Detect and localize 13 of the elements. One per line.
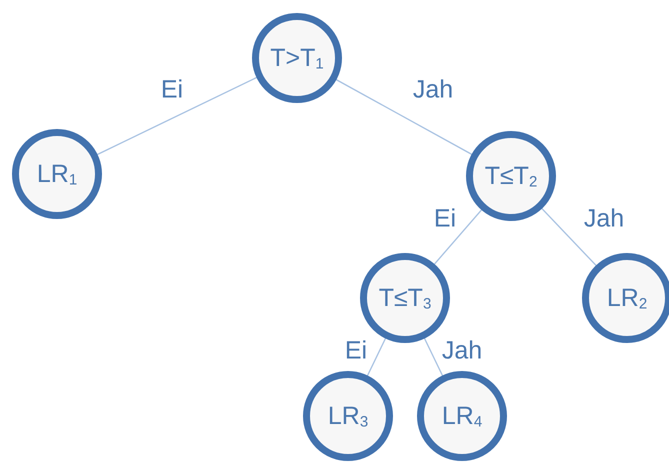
connector-line (335, 78, 473, 156)
connector-line (424, 337, 444, 377)
node-label: LR$_{2}$ (606, 284, 648, 312)
node-label: T≤T$_{3}$ (378, 284, 432, 312)
connector-line (366, 337, 386, 377)
connector-line (540, 207, 598, 267)
node-label: LR$_{4}$ (442, 402, 482, 430)
node-label: T≤T$_{2}$ (484, 162, 538, 190)
node-label: LR$_{1}$ (36, 160, 78, 188)
node-label: T>T$_{1}$ (270, 44, 324, 72)
connector-line (96, 76, 258, 156)
node-label: LR$_{3}$ (328, 402, 368, 430)
connector-line (433, 208, 483, 266)
